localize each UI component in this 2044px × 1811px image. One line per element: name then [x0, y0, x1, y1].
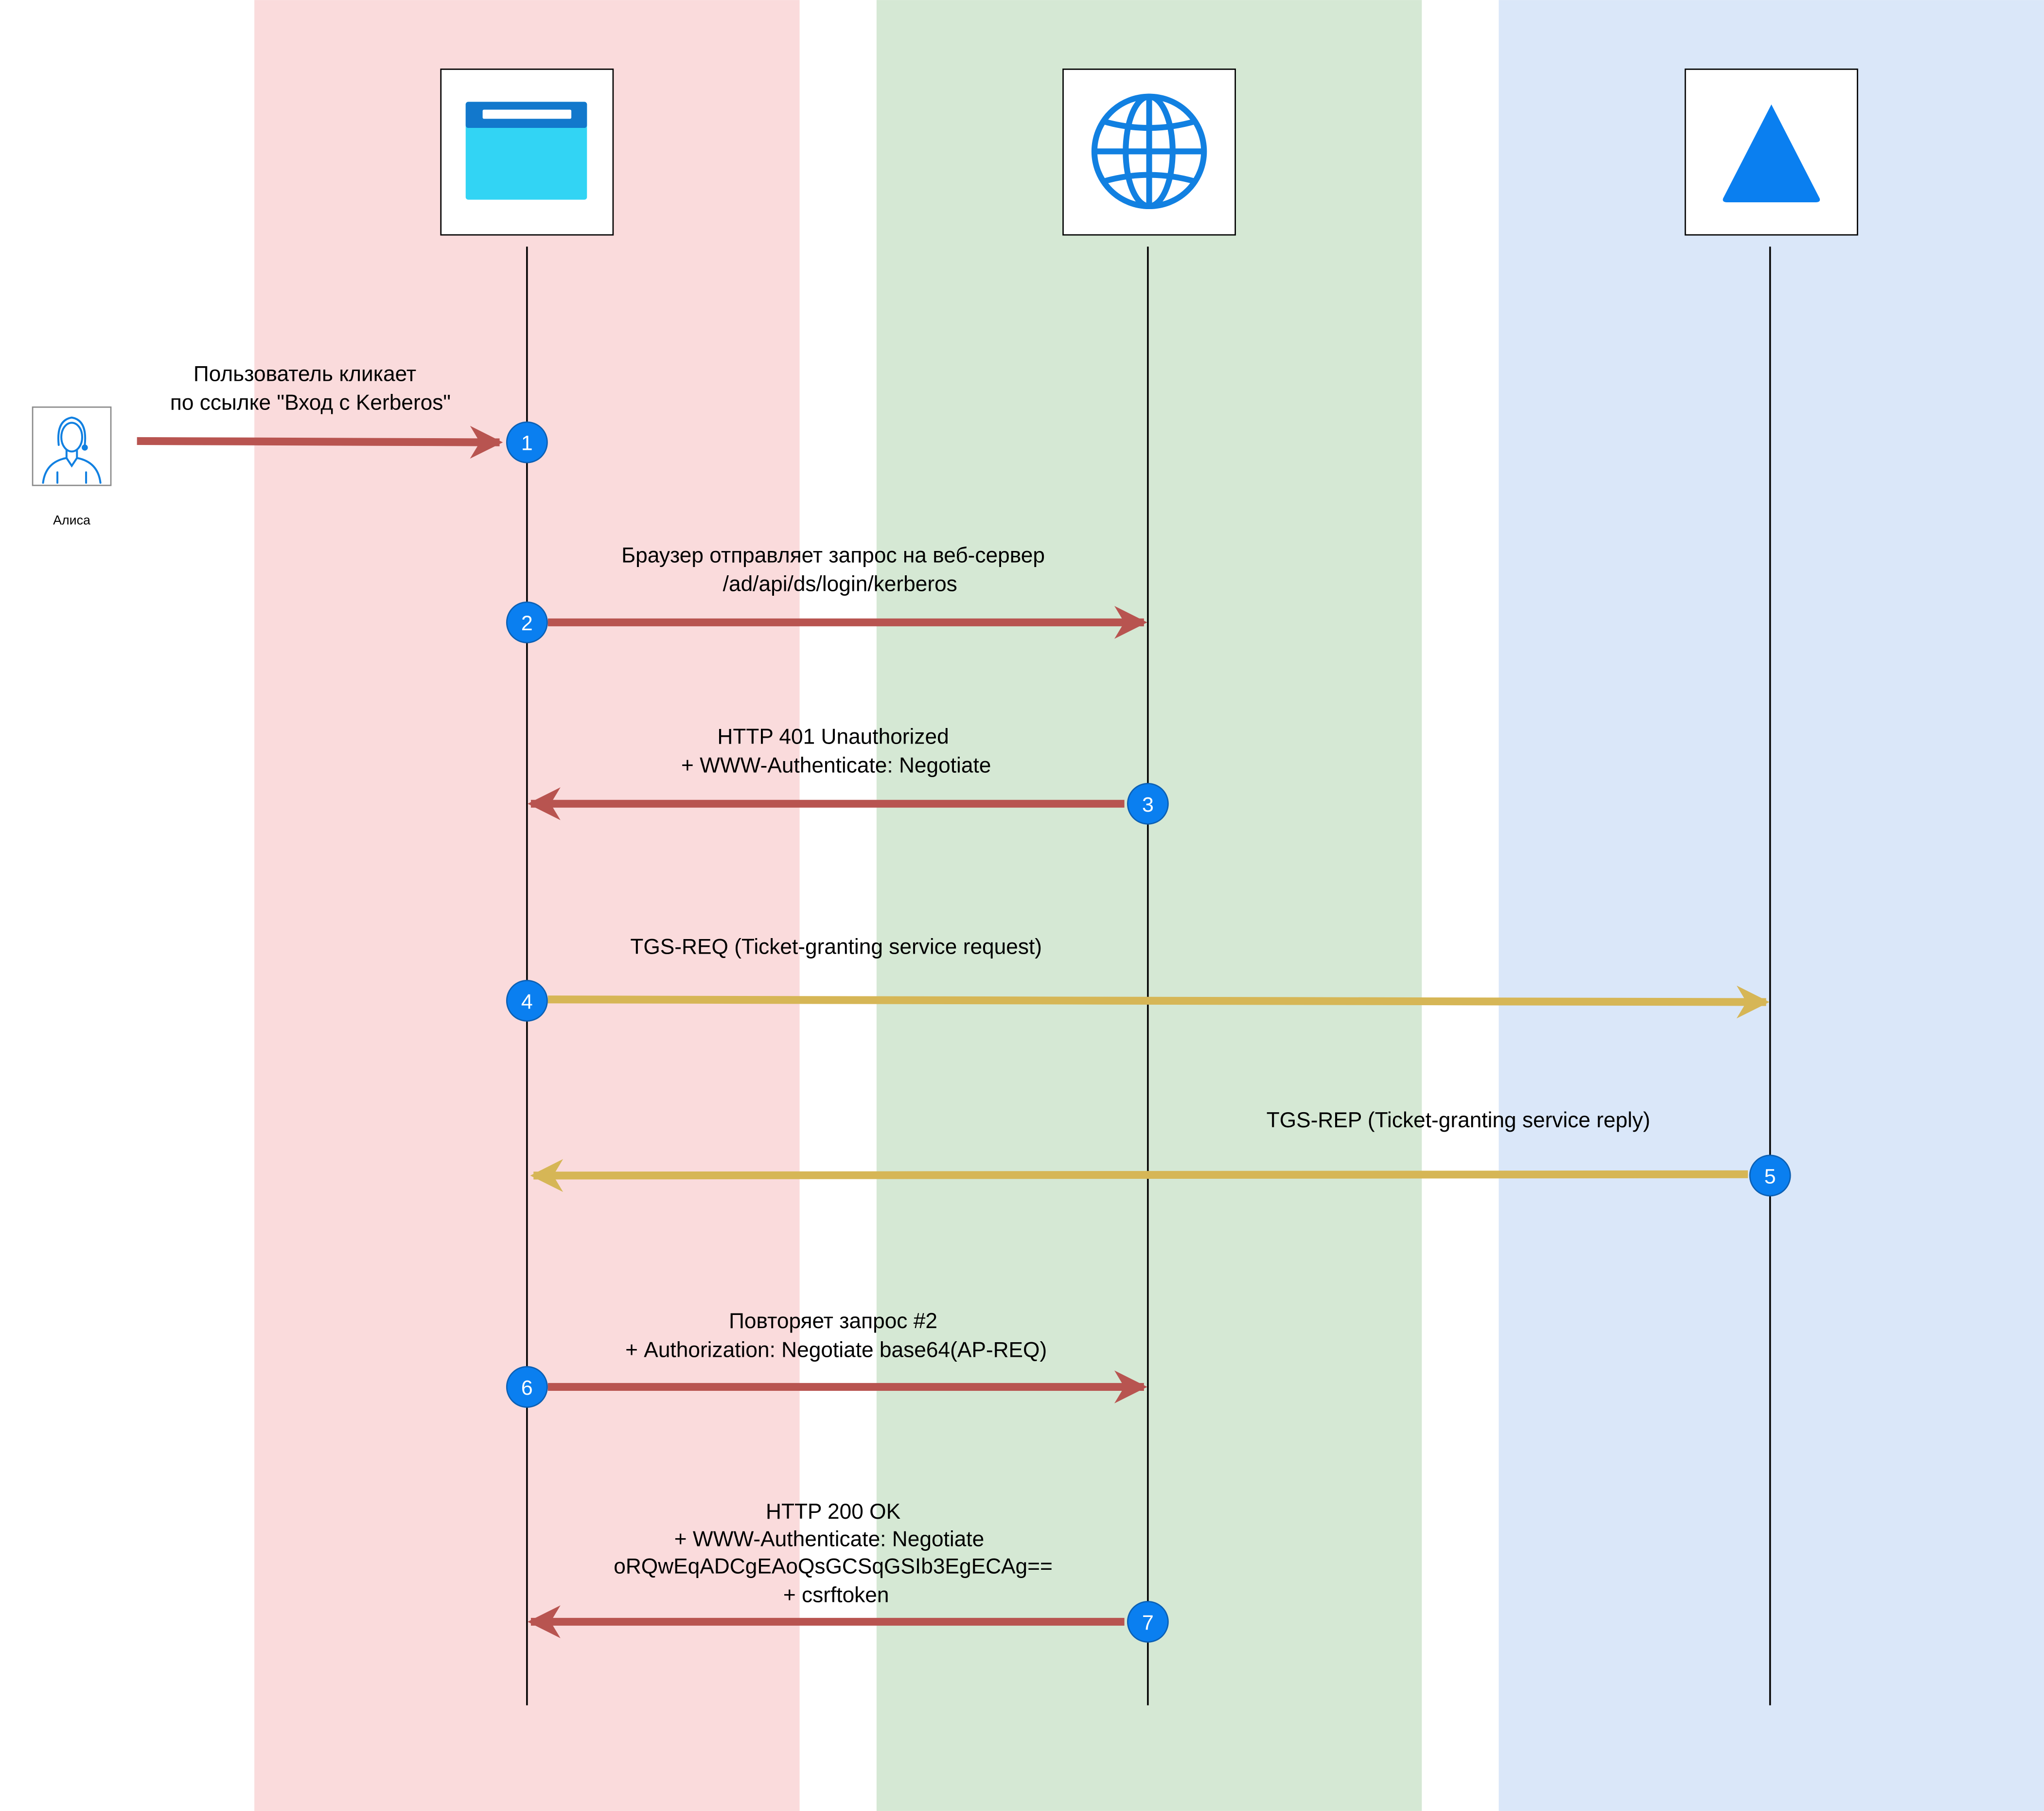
- message-step-2: Браузер отправляет запрос на веб-сервер …: [506, 543, 1147, 643]
- svg-text:7: 7: [1142, 1611, 1154, 1634]
- badge-step-6: 6: [506, 1366, 548, 1408]
- message-step-5: TGS-REP (Ticket-granting service reply) …: [530, 1108, 1791, 1197]
- label-step-3: HTTP 401 Unauthorized + WWW-Authenticate…: [681, 725, 991, 777]
- user-icon: [42, 416, 102, 484]
- participant-web-server: [1062, 68, 1236, 236]
- message-step-4: TGS-REQ (Ticket-granting service request…: [506, 935, 1770, 1022]
- badge-step-2: 2: [506, 601, 548, 643]
- arrow-step-4: [547, 985, 1770, 1019]
- triangle-icon: [1723, 104, 1820, 202]
- message-step-6: Повторяет запрос #2 + Authorization: Neg…: [506, 1309, 1147, 1408]
- lane-web-server: [876, 0, 1422, 1811]
- label-step-1: Пользователь кликает по ссылке "Вход с K…: [170, 362, 451, 415]
- svg-text:5: 5: [1764, 1165, 1776, 1188]
- badge-step-4: 4: [506, 979, 548, 1022]
- browser-window-icon: [465, 102, 587, 200]
- badge-step-1: 1: [506, 421, 548, 463]
- arrow-step-1: [137, 426, 503, 459]
- actor-name: Алиса: [53, 513, 90, 528]
- label-step-2: Браузер отправляет запрос на веб-сервер …: [621, 543, 1051, 596]
- badge-step-3: 3: [1127, 782, 1169, 825]
- arrow-step-5: [530, 1159, 1748, 1192]
- label-step-4: TGS-REQ (Ticket-granting service request…: [630, 935, 1042, 959]
- svg-text:6: 6: [521, 1376, 533, 1400]
- globe-icon: [1091, 93, 1207, 210]
- badge-step-7: 7: [1127, 1600, 1169, 1643]
- message-step-1: Пользователь кликает по ссылке "Вход с K…: [137, 362, 548, 463]
- svg-text:3: 3: [1142, 793, 1154, 817]
- svg-text:4: 4: [521, 990, 533, 1013]
- svg-text:1: 1: [521, 432, 533, 455]
- badge-step-5: 5: [1749, 1154, 1791, 1197]
- participant-kdc: [1684, 68, 1858, 236]
- message-step-3: HTTP 401 Unauthorized + WWW-Authenticate…: [528, 725, 1169, 825]
- label-step-5: TGS-REP (Ticket-granting service reply): [1267, 1108, 1650, 1132]
- participant-browser: [440, 68, 614, 236]
- label-step-6: Повторяет запрос #2 + Authorization: Neg…: [625, 1309, 1047, 1362]
- message-step-7: HTTP 200 OK + WWW-Authenticate: Negotiat…: [528, 1500, 1169, 1643]
- label-step-7: HTTP 200 OK + WWW-Authenticate: Negotiat…: [614, 1500, 1058, 1607]
- lane-kdc: [1498, 0, 2044, 1811]
- actor-alice: Алиса: [32, 406, 112, 528]
- svg-text:2: 2: [521, 612, 533, 635]
